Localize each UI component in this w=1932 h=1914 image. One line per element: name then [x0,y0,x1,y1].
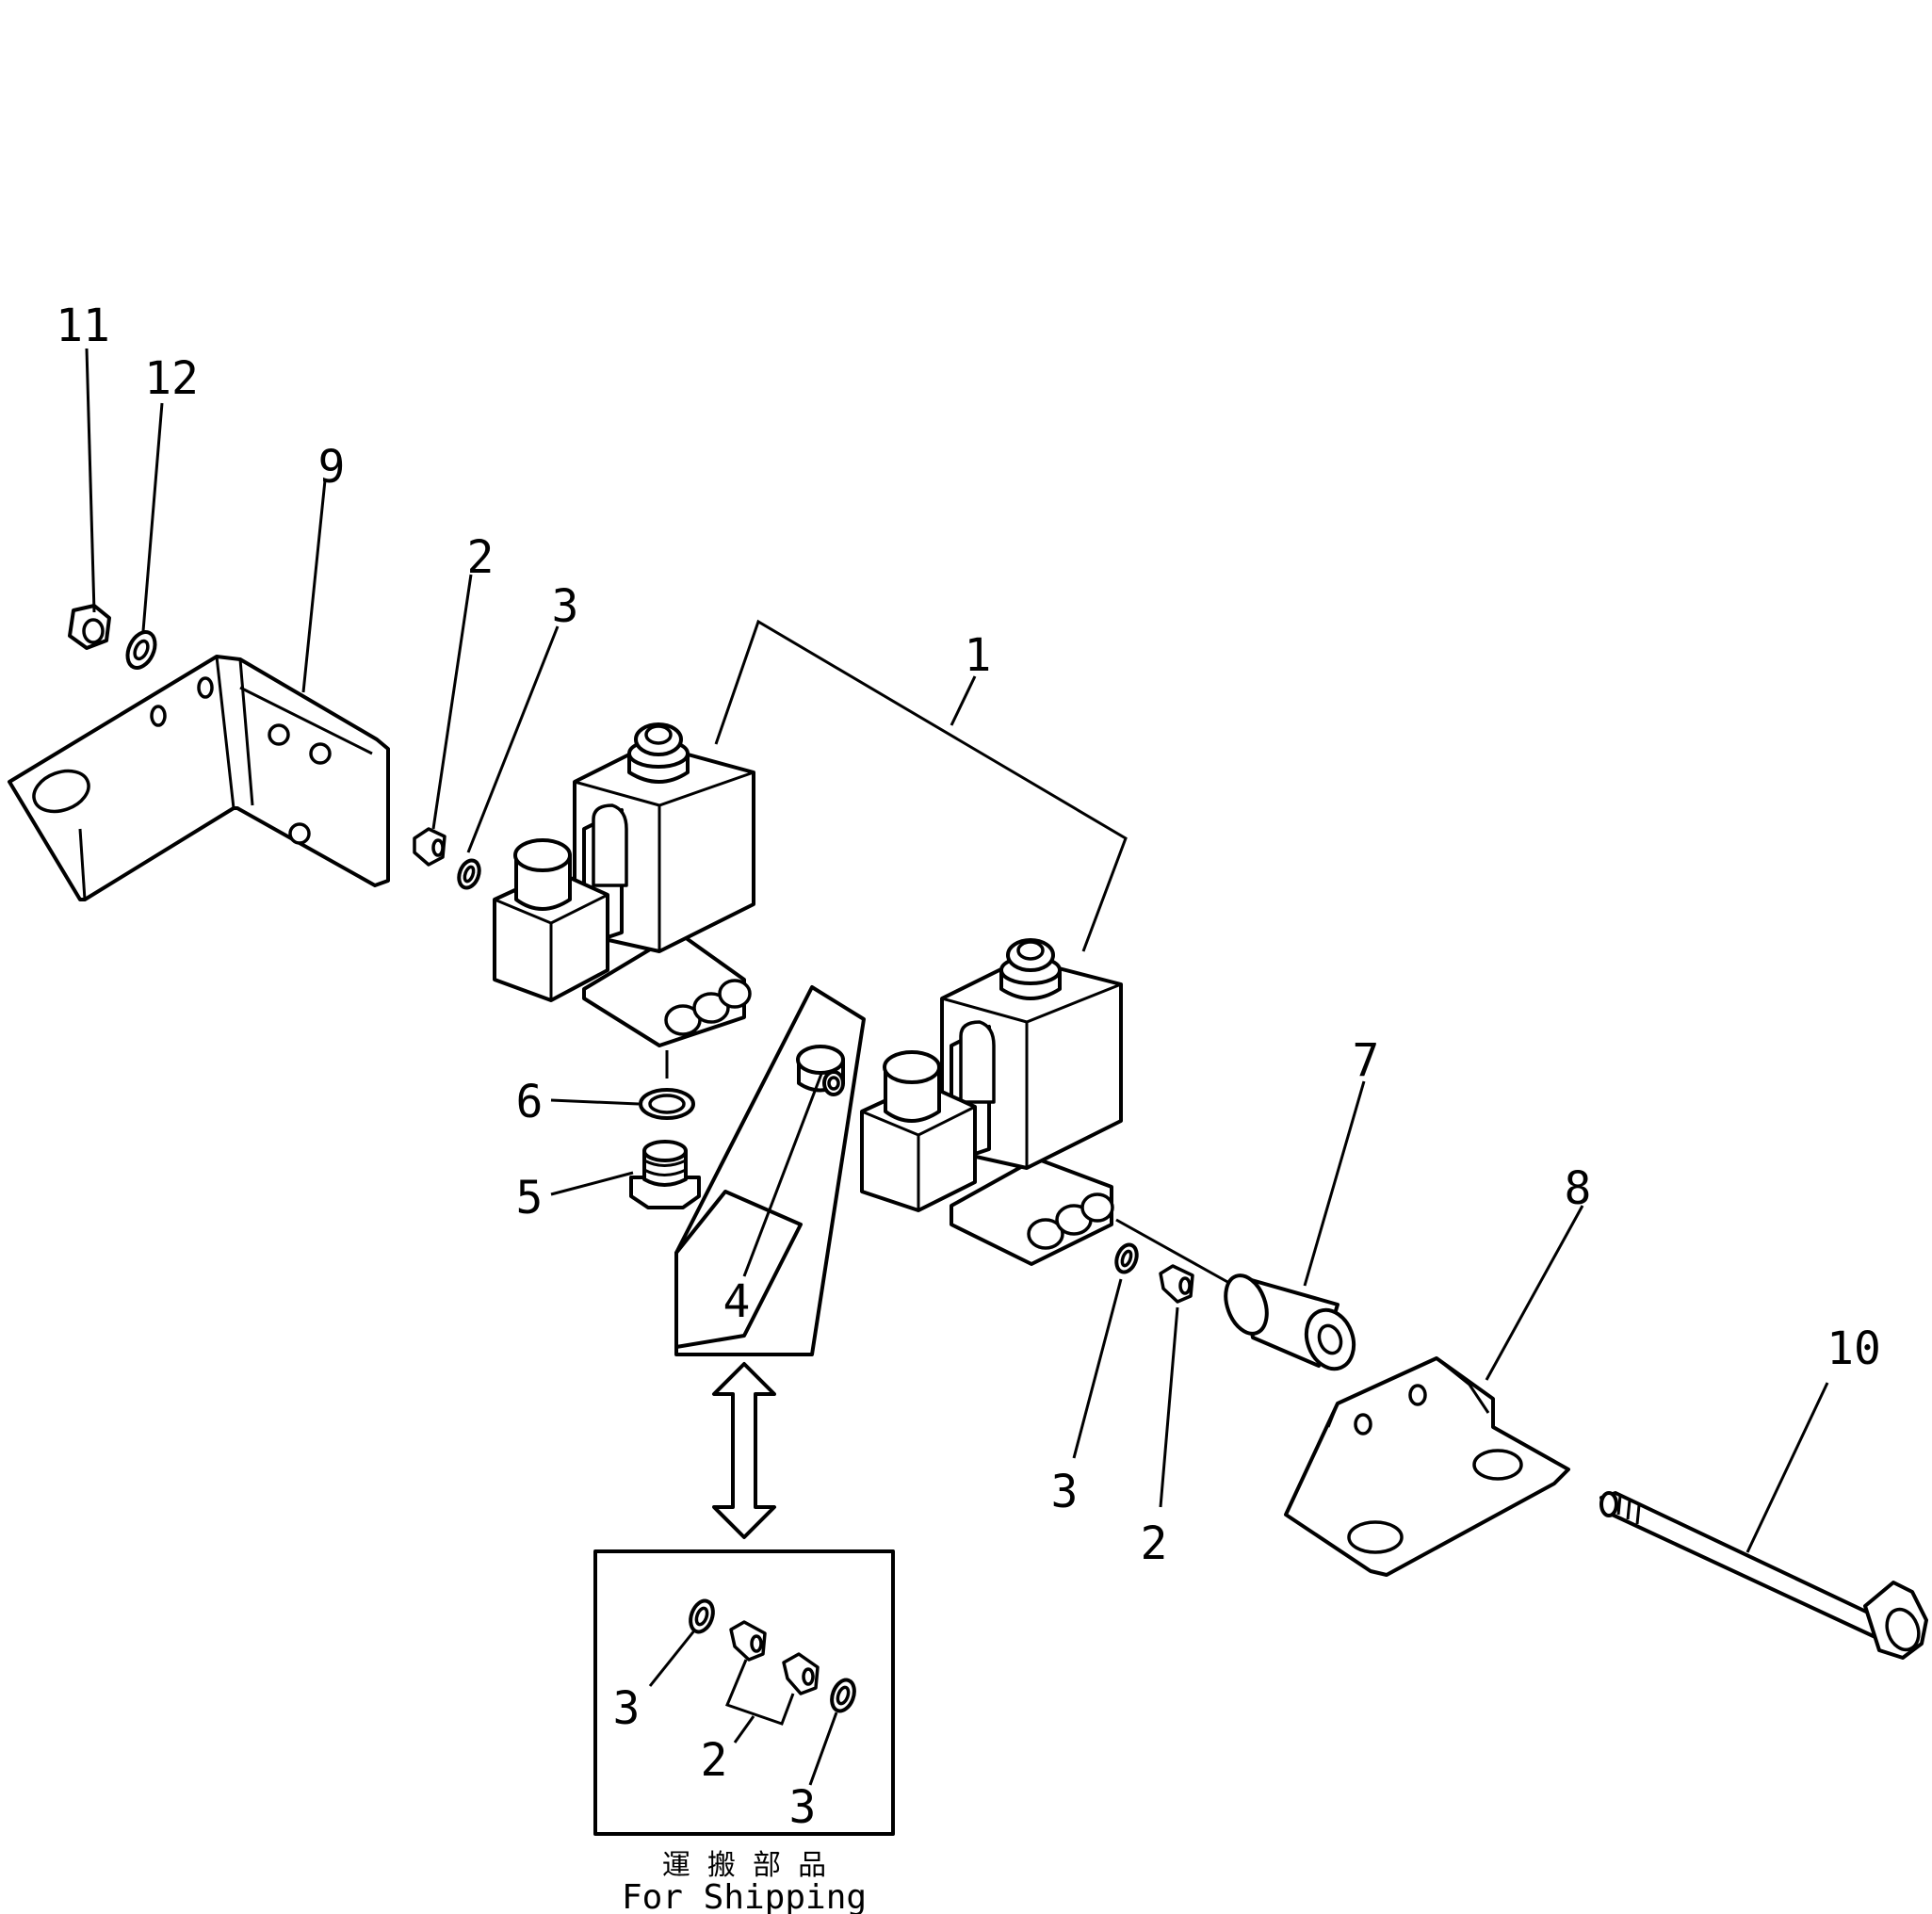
label-part-3-upper: 3 [552,580,579,633]
label-part-2-lower: 2 [1141,1517,1168,1570]
oring-part-6 [639,1050,695,1120]
label-part-9: 9 [318,441,346,494]
label-part-6: 6 [516,1076,544,1128]
fitting-part-2-lower [1159,1264,1194,1304]
bracket-part-8 [1284,1356,1570,1577]
label-part-3-lower: 3 [1051,1466,1079,1518]
bolt-part-10 [1599,1491,1928,1660]
panel-part-4 [674,985,866,1356]
solenoid-valve-upper [493,722,755,1047]
label-part-2-upper: 2 [467,531,495,584]
spacer-part-7 [1224,1273,1356,1371]
shipping-caption-en: For Shipping [622,1878,867,1914]
label-part-2-shipping: 2 [701,1734,728,1787]
shipping-caption-jp: 運 搬 部 品 [662,1849,826,1882]
label-part-3-shipping-left: 3 [613,1682,641,1735]
label-part-11: 11 [56,300,110,352]
double-arrow [712,1362,776,1539]
bracket-part-9 [8,655,390,901]
washer-part-12 [125,630,157,670]
oring-part-3-lower [1114,1242,1139,1274]
label-part-4: 4 [723,1275,751,1328]
label-part-12: 12 [144,352,199,405]
label-part-10: 10 [1826,1322,1881,1375]
leader-lines [85,348,1829,1553]
label-part-8: 8 [1565,1162,1592,1215]
label-part-1: 1 [965,629,992,682]
plug-part-5 [629,1140,701,1209]
connection-line [1115,1218,1230,1285]
nut-part-11 [68,604,111,650]
fitting-part-2-upper [413,827,446,867]
label-part-5: 5 [516,1172,544,1225]
label-part-3-shipping-right: 3 [789,1781,817,1834]
solenoid-valve-lower [860,938,1123,1266]
label-part-7: 7 [1353,1034,1380,1087]
shipping-box [593,1549,895,1836]
oring-part-3-upper [457,858,481,890]
